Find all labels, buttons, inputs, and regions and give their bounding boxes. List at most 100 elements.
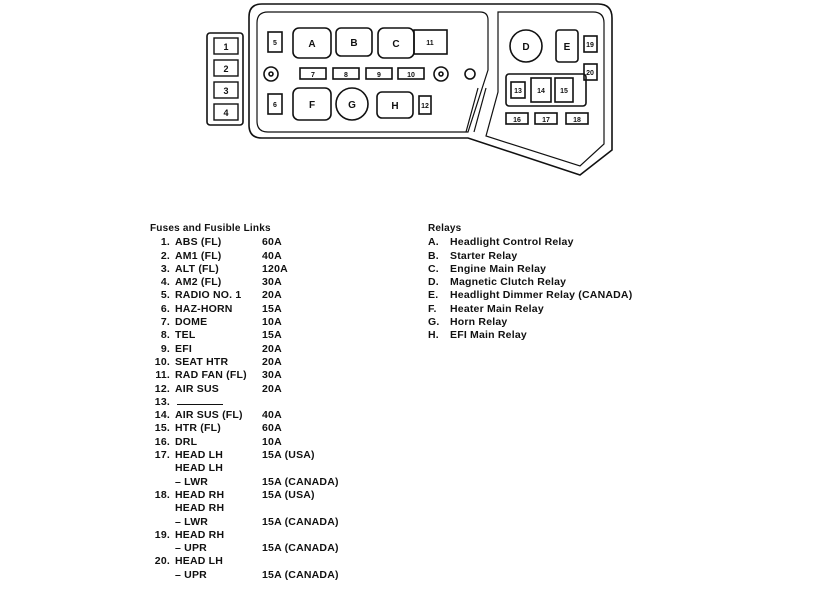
fuse-rating: 15A (CANADA) — [262, 515, 339, 528]
fuse-11 — [413, 29, 448, 55]
fuse-name — [175, 396, 262, 409]
fuse-row: 14.AIR SUS (FL)40A — [150, 409, 339, 422]
fuse-name: RAD FAN (FL) — [175, 369, 247, 382]
fuse-number: 12. — [154, 382, 170, 395]
relay-f — [292, 87, 332, 121]
fuses-heading: Fuses and Fusible Links — [150, 223, 271, 234]
relay-name: Engine Main Relay — [450, 262, 547, 275]
fuse-number — [150, 569, 175, 582]
fuse-number — [150, 542, 175, 555]
fuse-number: 5. — [160, 289, 170, 302]
relay-row: G.Horn Relay — [428, 316, 632, 329]
fuse-rating: 15A (USA) — [262, 488, 315, 501]
fuse-row: 15.HTR (FL)60A — [150, 422, 339, 435]
relay-label-c: C — [392, 39, 399, 50]
fuse-rating: 30A — [262, 276, 282, 289]
fuse-name: AM1 (FL) — [175, 249, 222, 262]
relay-label-a: A — [308, 39, 315, 50]
fuse-name: TEL — [175, 329, 196, 342]
relay-label-d: D — [522, 42, 529, 53]
fuse-row: HEAD RH — [150, 502, 339, 515]
relay-name: Magnetic Clutch Relay — [450, 276, 567, 289]
left-compartment — [256, 11, 489, 133]
fuse-19 — [583, 35, 598, 53]
fuse-rating: 40A — [262, 249, 282, 262]
fuse-5 — [267, 31, 283, 53]
fuse-name: HEAD RH — [175, 488, 225, 501]
fuse-label-18: 18 — [573, 117, 581, 124]
fuse-number — [150, 476, 175, 489]
relay-row: H.EFI Main Relay — [428, 329, 632, 342]
fuse-row: 11.RAD FAN (FL)30A — [150, 369, 339, 382]
fuse-rating: 20A — [262, 289, 282, 302]
fuse-label-17: 17 — [542, 117, 550, 124]
relay-name: Horn Relay — [450, 316, 508, 329]
fuse-name: AIR SUS — [175, 382, 219, 395]
fuse-number: 16. — [154, 435, 170, 448]
relay-label-f: F — [309, 100, 315, 111]
fuse-number: 19. — [154, 528, 170, 541]
relay-label-b: B — [350, 38, 357, 49]
fuse-13 — [510, 81, 526, 99]
fuse-number: 15. — [154, 422, 170, 435]
relay-row: E. Headlight Dimmer Relay (CANADA) — [428, 289, 632, 302]
fuse-row: 3.ALT (FL)120A — [150, 263, 339, 276]
relay-row: D. Magnetic Clutch Relay — [428, 276, 632, 289]
relay-row: C. Engine Main Relay — [428, 263, 632, 276]
relay-key: C. — [428, 262, 439, 275]
relay-key: E. — [428, 289, 439, 302]
relay-label-e: E — [564, 42, 571, 53]
relay-key: D. — [428, 276, 439, 289]
bolt-icon — [263, 66, 279, 82]
fuse-label-3: 3 — [223, 86, 228, 96]
fuse-rating: 15A — [262, 302, 282, 315]
fuse-label-12: 12 — [421, 103, 429, 110]
relay-e — [555, 29, 579, 63]
fuse-name: HEAD LH — [175, 555, 224, 568]
fuse-label-19: 19 — [586, 42, 594, 49]
fuse-number: 11. — [155, 369, 170, 382]
fuse-18 — [565, 112, 589, 125]
relay-key: F. — [428, 302, 437, 315]
relay-name: Headlight Dimmer Relay (CANADA) — [450, 289, 633, 302]
fuse-number: 17. — [154, 449, 170, 462]
fuse-box-diagram: 1 2 3 4 A B C D E F G H 5 6 7 8 9 10 11 … — [206, 3, 613, 176]
fuse-label-10: 10 — [407, 72, 415, 79]
fuse-number: 10. — [154, 355, 170, 368]
fuse-14 — [530, 77, 552, 103]
fuse-number: 20. — [154, 555, 170, 568]
fuse-block-right — [505, 73, 587, 107]
fuse-name: HEAD LH — [175, 449, 224, 462]
fuse-row: 2. AM1 (FL) 40A — [150, 250, 339, 263]
fuse-17 — [534, 112, 558, 125]
relay-row: B.Starter Relay — [428, 250, 632, 263]
relay-key: B. — [428, 249, 439, 262]
relay-g — [335, 87, 369, 121]
fuse-9 — [365, 67, 393, 80]
fuse-number: 13. — [154, 395, 170, 408]
fuse-row: 19.HEAD RH — [150, 529, 339, 542]
fuse-name: – LWR — [175, 515, 209, 528]
fuse-rating: 20A — [262, 355, 282, 368]
fuse-label-8: 8 — [344, 72, 348, 79]
fuse-name: ALT (FL) — [175, 262, 219, 275]
relay-h — [376, 91, 414, 119]
relay-key: A. — [428, 236, 439, 249]
fuse-number: 14. — [154, 409, 170, 422]
fuse-number: 2. — [160, 249, 170, 262]
fuse-number: 18. — [154, 488, 170, 501]
fuse-15 — [554, 77, 574, 103]
fuse-name: HTR (FL) — [175, 422, 221, 435]
fuse-name: HAZ-HORN — [175, 302, 233, 315]
fuse-name: HEAD LH — [175, 462, 224, 475]
